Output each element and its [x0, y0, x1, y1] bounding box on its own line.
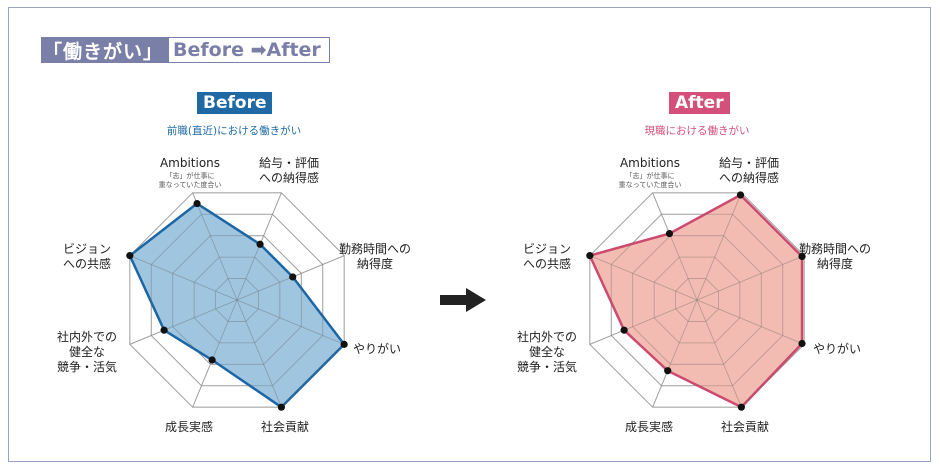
chart-subtitle: 前職(直近)における働きがい — [166, 125, 302, 137]
grid-spoke-overlay — [652, 299, 698, 408]
axis-label: 成長実感 — [624, 420, 674, 434]
axis-label: 社内外での 健全な 競争・活気 — [516, 330, 578, 374]
grid-spoke-overlay — [589, 299, 698, 345]
data-point-4 — [340, 340, 348, 348]
data-point-8 — [586, 252, 594, 260]
grid-spoke-overlay — [236, 299, 282, 408]
grid-spoke-overlay — [696, 192, 742, 301]
data-point-5 — [737, 403, 745, 411]
grid-spoke-overlay — [652, 192, 698, 301]
data-point-5 — [277, 403, 285, 411]
radar-chart-after — [586, 191, 806, 411]
axis-label: 社会貢献 — [260, 420, 310, 434]
data-point-1 — [193, 199, 201, 208]
data-point-4 — [798, 339, 806, 348]
axis-label: 給与・評価 への納得感 — [258, 156, 320, 185]
axis-sublabel: 「志」が仕事に 重なっていた度合い — [618, 172, 682, 189]
axis-sublabel: 「志」が仕事に 重なっていた度合い — [158, 172, 222, 189]
axis-label: 勤務時間への 納得度 — [798, 242, 872, 271]
data-point-2 — [736, 191, 745, 199]
data-point-8 — [126, 252, 134, 260]
grid-spoke-overlay — [129, 255, 238, 301]
data-area — [588, 193, 804, 409]
chart-frame — [8, 7, 931, 462]
right-arrow-icon — [440, 288, 486, 312]
grid-ring-overlay — [215, 278, 259, 322]
axis-label: Ambitions — [159, 156, 221, 170]
axis-label: 社内外での 健全な 競争・活気 — [56, 330, 118, 374]
grid-spoke-overlay — [236, 299, 345, 345]
data-point-6 — [208, 356, 216, 364]
grid-ring-overlay — [150, 213, 324, 387]
grid-spoke-overlay — [696, 299, 742, 408]
data-point-7 — [160, 326, 168, 334]
chart-subtitle: 現職における働きがい — [644, 125, 750, 137]
axis-label: 勤務時間への 納得度 — [338, 242, 412, 271]
radar-chart-before — [126, 192, 348, 411]
grid-spoke-overlay — [129, 299, 238, 345]
axis-label: やりがい — [812, 342, 862, 356]
axis-label: やりがい — [352, 342, 402, 356]
grid-spoke-overlay — [192, 299, 238, 408]
data-point-3 — [289, 273, 297, 281]
axis-label: ビジョン への共感 — [522, 242, 572, 271]
axis-label: Ambitions — [619, 156, 681, 170]
chart-badge-before: Before — [197, 92, 273, 114]
grid-ring-overlay — [610, 213, 784, 387]
grid-spoke-overlay — [696, 299, 805, 345]
title-main: 「働きがい」 — [41, 37, 170, 63]
grid-spoke-overlay — [192, 192, 238, 301]
grid-spoke-overlay — [589, 255, 698, 301]
axis-label: 社会貢献 — [720, 420, 770, 434]
grid-ring-overlay — [653, 256, 741, 344]
data-point-7 — [620, 326, 628, 334]
data-point-3 — [798, 252, 806, 261]
data-point-2 — [256, 240, 264, 248]
grid-ring-overlay — [632, 235, 762, 365]
grid-ring-overlay — [172, 235, 302, 365]
axis-label: 成長実感 — [164, 420, 214, 434]
page-title: 「働きがい」 Before ➡After — [41, 37, 330, 63]
grid-ring-overlay — [193, 256, 281, 344]
axis-label: ビジョン への共感 — [62, 242, 112, 271]
title-before-after: Before ➡After — [169, 37, 330, 63]
data-point-6 — [664, 367, 672, 375]
axis-label: 給与・評価 への納得感 — [718, 156, 780, 185]
grid-ring-overlay — [675, 278, 719, 322]
chart-badge-after: After — [669, 92, 730, 114]
data-point-1 — [665, 229, 674, 238]
grid-spoke-overlay — [696, 255, 805, 301]
